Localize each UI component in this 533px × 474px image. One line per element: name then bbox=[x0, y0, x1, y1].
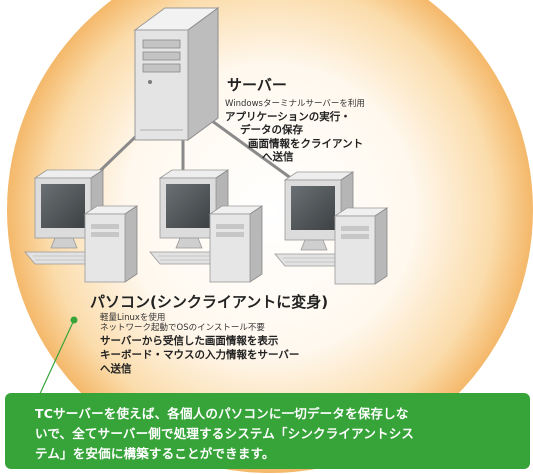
client-pc-2-icon bbox=[149, 169, 264, 283]
callout-line-3: テム」を安価に構築することができます。 bbox=[35, 446, 275, 461]
client-pc-1-icon bbox=[24, 169, 139, 283]
client-line-2: キーボード・マウスの入力情報をサーバー bbox=[100, 349, 300, 361]
callout-pointer bbox=[37, 316, 78, 399]
client-sub-line-2: ネットワーク起動でOSのインストール不要 bbox=[100, 323, 265, 333]
server-title: サーバー bbox=[227, 76, 287, 94]
client-sub-line-1: 軽量Linuxを使用 bbox=[100, 313, 166, 323]
client-line-3: へ送信 bbox=[100, 363, 132, 375]
server-line-1: アプリケーションの実行・ bbox=[225, 111, 351, 123]
client-title: パソコン(シンクライアントに変身) bbox=[90, 293, 329, 311]
callout-line-1: TCサーバーを使えば、各個人のパソコンに一切データを保存しな bbox=[35, 406, 409, 421]
server-line-4: へ送信 bbox=[262, 151, 294, 163]
server-line-2: データの保存 bbox=[240, 124, 303, 136]
client-pc-3-icon bbox=[274, 171, 389, 285]
client-line-1: サーバーから受信した画面情報を表示 bbox=[100, 335, 279, 347]
summary-callout: TCサーバーを使えば、各個人のパソコンに一切データを保存しな いで、全てサーバー… bbox=[5, 393, 530, 469]
callout-line-2: いで、全てサーバー側で処理するシステム「シンクライアントシス bbox=[35, 426, 415, 441]
server-line-3: 画面情報をクライアント bbox=[248, 138, 364, 150]
server-tower-icon bbox=[133, 7, 220, 141]
server-subtitle: Windowsターミナルサーバーを利用 bbox=[225, 99, 365, 109]
